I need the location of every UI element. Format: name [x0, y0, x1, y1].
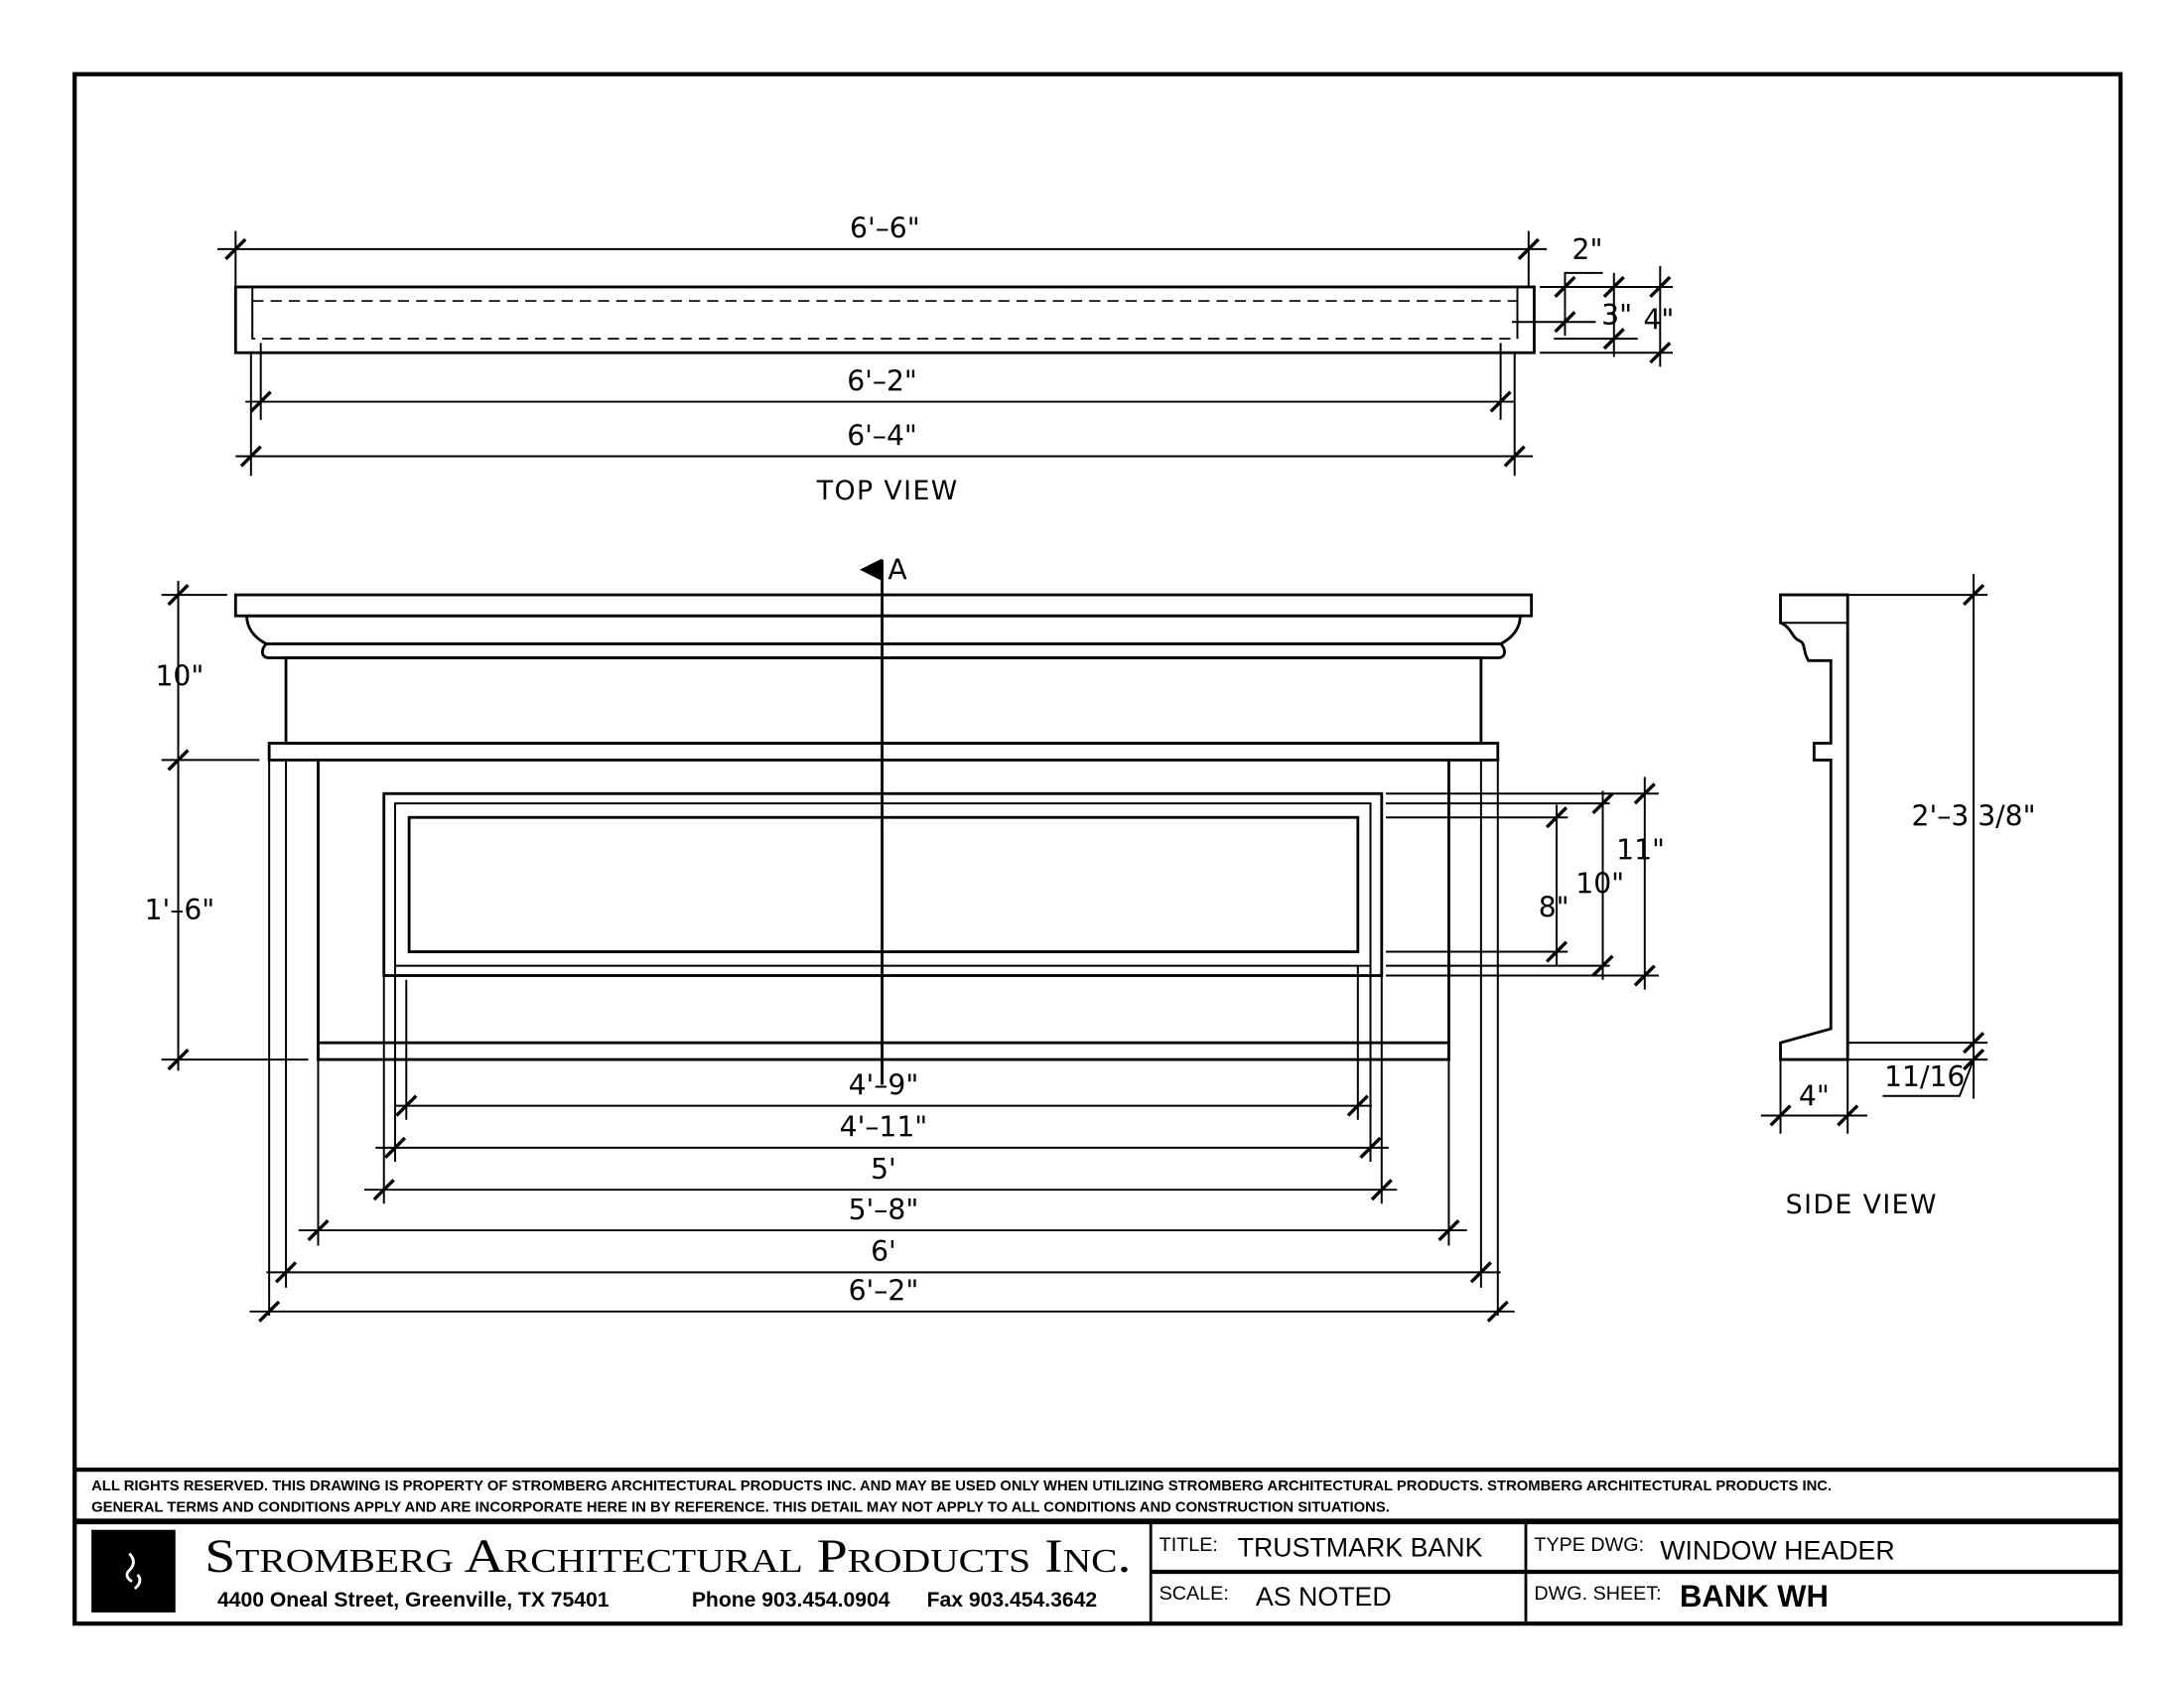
sheet-value: BANK WH [1680, 1579, 1829, 1614]
dim-side-lip: 11/16 [1884, 1060, 1965, 1093]
company-fax: Fax 903.454.3642 [927, 1589, 1097, 1612]
company-logo [91, 1529, 176, 1613]
dim-bottom-2: 4'–11" [840, 1111, 928, 1144]
dim-side-height: 2'–3 3/8" [1912, 800, 2036, 833]
notes-line-1: ALL RIGHTS RESERVED. THIS DRAWING IS PRO… [91, 1478, 1832, 1494]
top-view: 6'–6" 6'–2" 6'–4" 2" 3" 4" TOP VIEW [216, 212, 1674, 506]
title-value: TRUSTMARK BANK [1238, 1532, 1483, 1562]
dim-bottom-3: 5' [871, 1153, 896, 1186]
side-view-label: SIDE VIEW [1786, 1190, 1938, 1220]
dim-top-2in: 2" [1572, 233, 1603, 266]
side-view: 2'–3 3/8" 11/16 4" SIDE VIEW [1760, 573, 2036, 1220]
title-label: TITLE: [1160, 1534, 1218, 1556]
dim-top-4in: 4" [1643, 303, 1674, 336]
dim-top-mid: 6'–4" [847, 419, 917, 452]
section-marker: A [887, 554, 907, 587]
dim-body-height: 1'–6" [145, 894, 215, 926]
dim-top-overall: 6'–6" [850, 212, 920, 245]
type-value: WINDOW HEADER [1660, 1535, 1894, 1565]
scale-value: AS NOTED [1256, 1582, 1392, 1612]
type-label: TYPE DWG: [1534, 1534, 1644, 1556]
dim-top-3in: 3" [1601, 299, 1632, 332]
dim-bottom-5: 6' [871, 1235, 896, 1268]
dim-bottom-1: 4'–9" [849, 1068, 919, 1101]
company-phone: Phone 903.454.0904 [692, 1589, 890, 1612]
dim-11in: 11" [1616, 834, 1665, 867]
dim-10in: 10" [1575, 867, 1624, 900]
notes-line-2: GENERAL TERMS AND CONDITIONS APPLY AND A… [91, 1499, 1390, 1515]
front-view: A 10" 1'–6" 8" 10" 11" 4'–9" 4'–11" 5' [145, 554, 1665, 1324]
dim-bottom-6: 6'–2" [849, 1275, 919, 1308]
dim-8in: 8" [1539, 891, 1570, 923]
company-name: Stromberg Architectural Products Inc. [205, 1530, 1131, 1583]
top-view-label: TOP VIEW [816, 476, 959, 506]
dim-cornice-height: 10" [156, 660, 205, 693]
dim-side-depth: 4" [1799, 1080, 1830, 1113]
sheet-label: DWG. SHEET: [1534, 1583, 1661, 1605]
dim-bottom-4: 5'–8" [849, 1194, 919, 1226]
sheet-border [72, 71, 2123, 1626]
company-address: 4400 Oneal Street, Greenville, TX 75401 [217, 1589, 610, 1612]
dim-top-inner: 6'–2" [847, 364, 917, 397]
scale-label: SCALE: [1160, 1583, 1229, 1605]
